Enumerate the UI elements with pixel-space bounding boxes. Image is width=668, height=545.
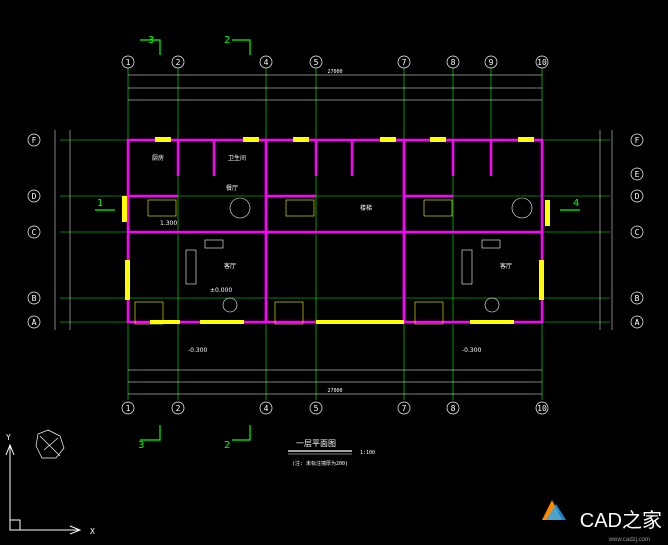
grid-number: 8 — [451, 58, 456, 67]
grid-number: 5 — [314, 404, 319, 413]
ucs-y-label: Y — [6, 433, 11, 442]
grid-letter: B — [32, 294, 37, 303]
dimension-lines-top — [128, 74, 542, 101]
grid-number: 4 — [264, 58, 269, 67]
grid-lines — [60, 68, 610, 400]
level-label-3: -0.300 — [188, 347, 208, 354]
windows — [122, 137, 550, 324]
grid-number: 8 — [451, 404, 456, 413]
grid-number: 5 — [314, 58, 319, 67]
grid-number: 4 — [264, 404, 269, 413]
level-label-4: -0.300 — [462, 347, 482, 354]
grid-bubbles-bottom — [121, 401, 549, 415]
grid-number: 10 — [537, 404, 547, 413]
grid-number: 1 — [126, 404, 131, 413]
grid-letter: E — [635, 170, 640, 179]
watermark-url: www.cadzj.com — [608, 537, 650, 543]
grid-letter: C — [32, 228, 37, 237]
grid-number: 7 — [402, 404, 407, 413]
grid-number: 7 — [402, 58, 407, 67]
grid-number: 2 — [176, 58, 181, 67]
ucs-icon — [5, 443, 82, 535]
grid-letters-right: F E D C B A — [635, 136, 640, 327]
grid-numbers-top: 1 2 4 5 7 8 9 10 — [126, 58, 547, 67]
section-mark-4: 4 — [573, 198, 579, 209]
grid-number: 2 — [176, 404, 181, 413]
room-label-living: 客厅 — [224, 262, 236, 270]
grid-bubbles-top — [121, 55, 549, 69]
grid-number: 10 — [537, 58, 547, 67]
dimension-lines-bottom — [128, 369, 542, 395]
watermark-brand: CAD之家 — [579, 510, 662, 532]
grid-bubbles-left — [27, 133, 41, 329]
grid-letter: D — [32, 192, 37, 201]
compass-icon — [35, 429, 65, 459]
room-label-dining: 餐厅 — [226, 184, 238, 192]
drawing-scale: 1:100 — [360, 450, 375, 456]
grid-number: 1 — [126, 58, 131, 67]
ucs-x-label: X — [90, 527, 95, 536]
grid-letter: B — [635, 294, 640, 303]
level-label-2: ±0.000 — [210, 287, 232, 294]
overall-dimension-top: 27000 — [327, 69, 342, 75]
grid-letter: C — [635, 228, 640, 237]
overall-dimension-bottom: 27000 — [327, 388, 342, 394]
section-mark-2: 2 — [224, 35, 230, 46]
stairs — [134, 199, 453, 325]
room-label-kitchen: 厨房 — [152, 154, 164, 162]
grid-letter: A — [32, 318, 37, 327]
grid-letter: F — [635, 136, 640, 145]
section-mark-3: 3 — [148, 35, 154, 46]
walls — [126, 138, 544, 324]
grid-numbers-bottom: 1 2 4 5 7 8 10 — [126, 404, 547, 413]
furniture — [185, 197, 533, 313]
dimension-lines-side — [54, 130, 613, 330]
section-mark-3b: 3 — [138, 440, 144, 451]
grid-number: 9 — [489, 58, 494, 67]
drawing-title: 一层平面图 — [296, 439, 336, 448]
section-marks — [95, 39, 580, 441]
grid-letters-left: F D C B A — [32, 136, 37, 327]
grid-letter: D — [635, 192, 640, 201]
section-mark-1: 1 — [97, 198, 103, 209]
section-mark-2b: 2 — [224, 440, 230, 451]
grid-letter: F — [32, 136, 37, 145]
level-label: 1.300 — [160, 220, 177, 227]
grid-bubbles-right — [630, 133, 644, 329]
room-label-living-2: 客厅 — [500, 262, 512, 270]
grid-letter: A — [635, 318, 640, 327]
watermark-logo-icon — [542, 500, 566, 520]
room-label-bath: 卫生间 — [228, 154, 246, 162]
room-label-stair: 楼梯 — [360, 204, 372, 212]
drawing-subtitle: (注: 未标注墙厚为200) — [292, 460, 348, 467]
